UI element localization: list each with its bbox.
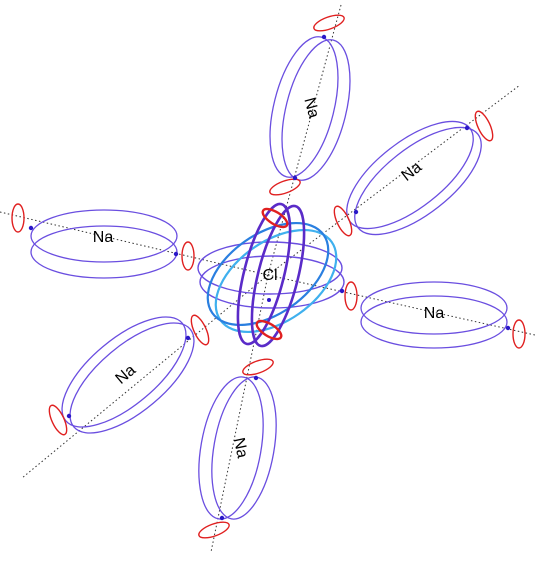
axis-left (0, 211, 269, 276)
electron-ring (190, 314, 210, 346)
atom-top: Na (269, 14, 351, 196)
axis-upper-vertical (267, 4, 342, 276)
atom-bottom: Na (198, 358, 277, 539)
electron-ring (269, 178, 301, 196)
orbit (354, 126, 482, 236)
electron (185, 335, 191, 341)
electron-ring (333, 205, 353, 237)
electron (505, 325, 511, 331)
center-electron-ring-bottom (255, 319, 283, 341)
electron-ring (181, 241, 195, 271)
axis-lower-vertical (210, 274, 269, 553)
electron-ring (474, 110, 494, 142)
orbit (30, 225, 178, 279)
electron (321, 34, 327, 40)
axis-lower-left (21, 274, 269, 479)
atom-left: Na (11, 203, 195, 279)
orbit (61, 316, 187, 428)
atom-label: Na (399, 159, 426, 185)
center-atom-label: Cl (262, 267, 277, 284)
electron (339, 288, 345, 294)
orbit (30, 209, 178, 263)
electron (173, 251, 179, 257)
axis-upper-right (267, 84, 521, 276)
center-orbit-vertical-2 (250, 204, 306, 348)
electron-ring (242, 358, 274, 376)
atom-label: Na (230, 436, 251, 460)
orbit (269, 36, 339, 178)
center-electron (267, 298, 271, 302)
atom-label: Na (300, 96, 322, 120)
orbit (360, 295, 508, 349)
center-orbit-horizontal-2 (199, 255, 345, 309)
atom-right: Na (339, 281, 526, 349)
electron-ring (198, 521, 230, 539)
orbit (198, 376, 264, 520)
electron (66, 413, 72, 419)
electron-ring (512, 319, 526, 349)
atom-label: Na (113, 362, 140, 388)
electron (292, 175, 298, 181)
center-orbit-vertical-1 (236, 202, 292, 346)
orbit (360, 281, 508, 335)
center-orbit-horizontal-1 (197, 241, 343, 295)
electron-ring (344, 281, 358, 311)
orbit (69, 322, 195, 434)
electron (353, 209, 359, 215)
atom-label: Na (93, 229, 114, 246)
electron (253, 375, 259, 381)
center-electron-ring-top (261, 207, 289, 229)
center-atom: Cl (197, 202, 345, 348)
electron (28, 225, 34, 231)
electron (464, 125, 470, 131)
center-orbit-blue (206, 221, 330, 327)
atom-upper-right: Na (333, 110, 494, 237)
electron-ring (48, 404, 68, 436)
atom-label: Na (424, 305, 445, 322)
electron (219, 515, 225, 521)
electron-ring (11, 203, 25, 233)
electron-ring (313, 14, 345, 32)
atom-lower-left: Na (48, 314, 210, 436)
